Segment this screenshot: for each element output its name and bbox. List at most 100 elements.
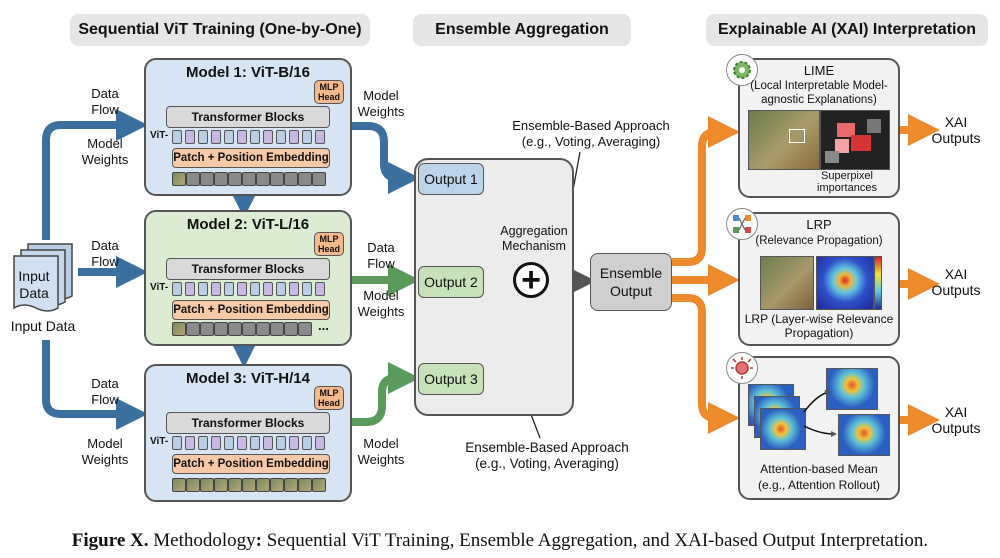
token: [315, 282, 325, 296]
image-patch: [270, 478, 284, 492]
data-flow-label-1: Data Flow: [91, 86, 119, 117]
patch-ellipsis: ...: [318, 318, 329, 333]
image-patch: [228, 478, 242, 492]
caption-colon: :: [255, 530, 262, 551]
lrp-input-image: [760, 256, 814, 310]
output-1: Output 1: [418, 163, 484, 195]
lime-input-image: [748, 110, 820, 170]
image-patch: [312, 478, 326, 492]
token: [224, 282, 234, 296]
arrow-ens-attn: [672, 294, 740, 434]
input-data-label: Input Data: [10, 318, 76, 334]
data-flow-label-m2: Data Flow: [367, 240, 395, 271]
caption-rest: Sequential ViT Training, Ensemble Aggreg…: [261, 530, 929, 551]
lime-panel: LIME (Local Interpretable Model-agnostic…: [726, 54, 900, 198]
token: [185, 282, 195, 296]
data-flow-label-2: Data Flow: [91, 238, 119, 269]
image-patch: [298, 172, 312, 186]
vit-label: ViT-: [150, 130, 169, 141]
attention-arrows: [803, 390, 837, 437]
token: [198, 436, 208, 450]
output-3: Output 3: [418, 363, 484, 395]
token: [302, 130, 312, 144]
token: [250, 282, 260, 296]
attention-caption-2: (e.g., Attention Rollout): [757, 478, 881, 492]
token: [289, 282, 299, 296]
approach-bottom-label: Ensemble-Based Approach (e.g., Voting, A…: [465, 440, 629, 471]
attention-map-3: [760, 408, 806, 450]
mlp-head: MLP Head: [314, 80, 344, 104]
token: [237, 130, 247, 144]
header-sequential: Sequential ViT Training (One-by-One): [70, 14, 370, 46]
image-patch: [312, 172, 326, 186]
token: [185, 436, 195, 450]
token: [250, 436, 260, 450]
image-patch: [186, 478, 200, 492]
token: [198, 130, 208, 144]
token: [263, 130, 273, 144]
transformer-blocks: Transformer Blocks: [166, 412, 330, 434]
model-weights-label-m2: Model Weights: [357, 288, 405, 319]
image-patch: [298, 478, 312, 492]
lime-title: LIME: [803, 63, 835, 78]
token: [185, 130, 195, 144]
image-patch: [270, 172, 284, 186]
mlp-head: MLP Head: [314, 232, 344, 256]
image-patch: [242, 322, 256, 336]
aggregation-plus-icon: +: [513, 262, 549, 298]
token: [198, 282, 208, 296]
gear-icon: [726, 54, 758, 86]
token: [276, 282, 286, 296]
data-flow-label-3: Data Flow: [91, 376, 119, 407]
token: [224, 130, 234, 144]
model-weights-label-1: Model Weights: [81, 136, 129, 167]
image-patch: [214, 172, 228, 186]
attention-mean-map: [838, 414, 890, 456]
attention-caption-1: Attention-based Mean: [760, 462, 878, 476]
token: [211, 130, 221, 144]
image-patch: [242, 172, 256, 186]
header-ensemble: Ensemble Aggregation: [413, 14, 631, 46]
model-title: Model 3: ViT-H/14: [186, 370, 310, 387]
token: [237, 282, 247, 296]
model-title: Model 2: ViT-L/16: [186, 216, 310, 233]
vit-label: ViT-: [150, 282, 169, 293]
image-patch: [270, 322, 284, 336]
token: [315, 436, 325, 450]
token: [276, 130, 286, 144]
arrow-input-model1: [42, 109, 148, 240]
attention-panel: Attention-based Mean (e.g., Attention Ro…: [726, 352, 900, 500]
aggregation-label: Aggregation Mechanism: [500, 224, 568, 253]
header-xai: Explainable AI (XAI) Interpretation: [706, 14, 988, 46]
lime-superpixel-image: [820, 110, 890, 170]
model-weights-label-m3: Model Weights: [357, 436, 405, 467]
network-icon: [726, 208, 758, 240]
lime-caption: Superpixel importances: [817, 170, 877, 194]
output-2: Output 2: [418, 266, 484, 298]
xai-outputs-label-3: XAI Outputs: [931, 404, 981, 436]
token: [172, 436, 182, 450]
image-patch: [284, 478, 298, 492]
figure-caption: Figure X. Methodology: Sequential ViT Tr…: [0, 530, 1000, 552]
image-patch: [256, 172, 270, 186]
lrp-subtitle: (Relevance Propagation): [755, 235, 883, 247]
ensemble-output: Ensemble Output: [590, 253, 672, 311]
approach-top-label: Ensemble-Based Approach (e.g., Voting, A…: [512, 118, 670, 149]
token: [172, 282, 182, 296]
image-patch: [298, 322, 312, 336]
lime-subtitle: (Local Interpretable Model-agnostic Expl…: [750, 80, 888, 106]
image-patch: [172, 322, 186, 336]
arrow-input-model3: [42, 340, 148, 430]
image-patch: [214, 478, 228, 492]
image-patch: [284, 172, 298, 186]
image-patch: [228, 322, 242, 336]
token: [289, 130, 299, 144]
attention-rollout-map: [826, 368, 878, 410]
token: [172, 130, 182, 144]
token: [263, 436, 273, 450]
image-patch: [200, 478, 214, 492]
image-patch: [172, 172, 186, 186]
transformer-blocks: Transformer Blocks: [166, 106, 330, 128]
